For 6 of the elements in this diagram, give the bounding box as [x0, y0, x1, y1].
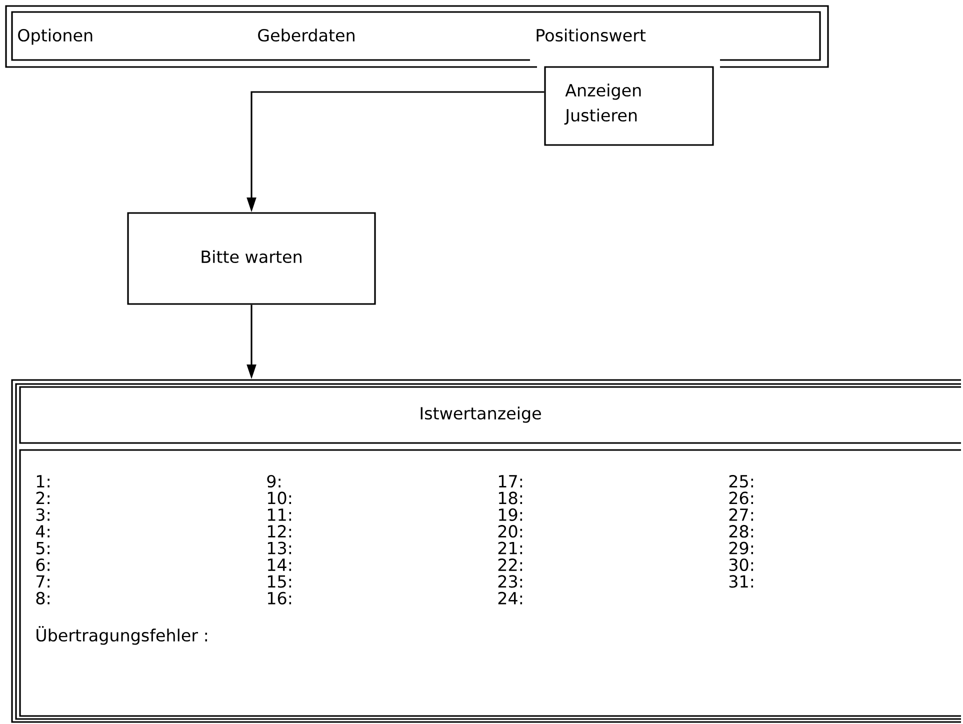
dropdown-menu: Anzeigen Justieren [544, 66, 714, 146]
process-box: Bitte warten [127, 212, 376, 305]
menu-bar: Optionen Geberdaten Positionswert [5, 5, 829, 68]
value-panel: 1: 2: 3: 4: 5: 6: 7: 8: 9: 10: 11: 12: 13: 14: 15: 16: 17: 18: 19: 20: 21: 22: 23: 24: 25: 26: 27: 28: 29: 30: 31: Übertragungsfehler : [19, 449, 961, 717]
window-frame [11, 379, 961, 723]
title-bar: Istwertanzeige [19, 386, 961, 444]
